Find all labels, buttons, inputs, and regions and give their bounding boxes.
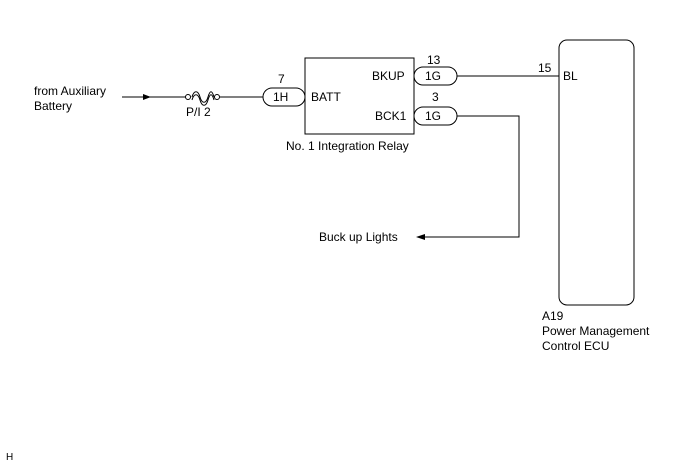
bkup-terminal-label: BKUP [372, 69, 405, 83]
ecu-box [558, 39, 635, 306]
bck1-connector-label: 1G [425, 109, 441, 123]
fuse-icon [185, 91, 220, 106]
relay-name: No. 1 Integration Relay [286, 139, 409, 153]
integration-relay-box [304, 57, 415, 135]
batt-connector-label: 1H [273, 90, 288, 104]
source-arrow-icon [143, 94, 151, 100]
ecu-terminal-label: BL [563, 69, 578, 83]
ecu-pin-number: 15 [538, 61, 552, 75]
ecu-name-line2: Control ECU [542, 339, 609, 353]
batt-terminal-label: BATT [311, 90, 341, 104]
bck1-terminal-label: BCK1 [375, 109, 407, 123]
corner-mark: H [6, 452, 13, 463]
fuse-label: P/I 2 [186, 105, 211, 119]
output-label: Buck up Lights [319, 230, 398, 244]
bck1-pin-number: 3 [432, 90, 439, 104]
ecu-name-line1: Power Management [542, 324, 650, 338]
ecu-code: A19 [542, 309, 564, 323]
wire-bck1-to-lights [425, 115, 520, 238]
bkup-connector-label: 1G [425, 69, 441, 83]
source-label-line1: from Auxiliary [34, 84, 106, 98]
bkup-pin-number: 13 [427, 53, 441, 67]
lights-arrow-icon [416, 234, 425, 240]
batt-pin-number: 7 [278, 72, 285, 86]
source-label-line2: Battery [34, 99, 72, 113]
